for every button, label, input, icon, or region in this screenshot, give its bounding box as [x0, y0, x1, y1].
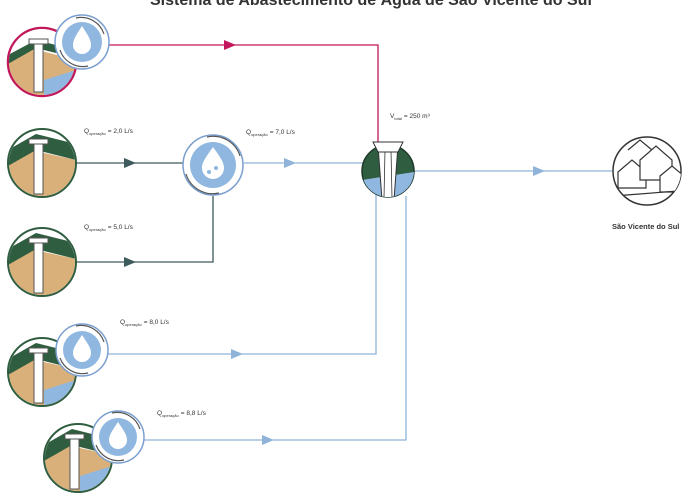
flow-line-well-3 [76, 196, 214, 267]
well-2 [7, 128, 77, 198]
city-icon [612, 136, 682, 206]
treatment-badge-well-4 [55, 323, 109, 377]
water-drop-icon [109, 422, 127, 449]
treatment-badge-well-5 [91, 410, 145, 464]
flow-line-well-4 [104, 195, 377, 359]
flow-line-well-2 [76, 158, 183, 168]
arrow-icon [124, 257, 136, 267]
water-drop-icon [73, 335, 91, 362]
treatment-plant [182, 134, 244, 196]
flow-label-well-2: Qoperação= 2,0 L/s [84, 128, 134, 136]
flow-label-well-3: Qoperação= 5,0 L/s [84, 224, 134, 232]
arrow-icon [224, 40, 236, 50]
arrow-icon [262, 435, 274, 445]
arrow-icon [124, 158, 136, 168]
volume-label: Vtotal= 250 m³ [390, 113, 431, 121]
flow-label-well-4: Qoperação= 8,0 L/s [120, 319, 170, 327]
arrow-icon [533, 166, 545, 176]
arrow-icon [231, 349, 243, 359]
flow-label-treatment: Qoperação= 7,0 L/s [246, 129, 296, 137]
diagram-title: Sistema de Abastecimento de Água de São … [150, 0, 592, 9]
treatment-badge-well-1 [54, 14, 110, 70]
flow-line-distribution [414, 166, 612, 176]
flow-line-well-1 [106, 40, 379, 150]
city-label: São Vicente do Sul [612, 222, 679, 231]
well-3 [7, 227, 77, 297]
water-drop-icon [73, 26, 91, 54]
flow-label-well-5: Qoperação= 8,8 L/s [157, 410, 207, 418]
arrow-icon [284, 158, 296, 168]
reservoir [361, 141, 415, 198]
flow-line-treatment [244, 158, 364, 168]
flow-line-well-5 [140, 196, 407, 445]
